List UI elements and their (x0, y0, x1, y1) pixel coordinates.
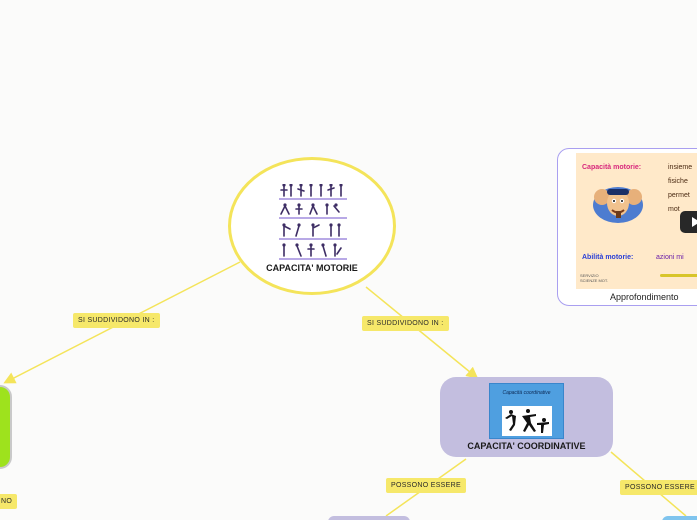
edge-label-left[interactable]: SI SUDDIVIDONO IN : (73, 313, 160, 328)
video-text-fisiche: fisiche (668, 178, 688, 185)
node-bottom-partial-a[interactable] (328, 516, 410, 520)
video-text-mot: mot (668, 206, 680, 213)
video-text-capacita: Capacità motorie: (582, 164, 642, 171)
video-text-azioni: azioni mi (656, 254, 684, 261)
coordinative-node-label: CAPACITA' COORDINATIVE (467, 441, 586, 451)
root-node-label: CAPACITA' MOTORIE (266, 263, 358, 273)
node-bottom-partial-b[interactable] (662, 516, 697, 520)
coordinative-image-title: Capacità coordinative (502, 390, 551, 396)
cartoon-strongman-icon (593, 187, 643, 223)
video-thumbnail[interactable]: Capacità motorie: insieme fisiche permet… (576, 153, 697, 289)
node-left-partial[interactable] (0, 385, 12, 469)
edge-label-possono-1[interactable]: POSSONO ESSERE (386, 478, 466, 493)
edge-label-left-cut[interactable]: NO (0, 494, 18, 509)
root-node-capacita-motorie[interactable]: CAPACITA' MOTORIE (228, 157, 396, 295)
video-text-insieme: insieme (668, 164, 693, 171)
video-text-permet: permet (668, 192, 690, 199)
athletes-silhouettes-icon (502, 406, 552, 436)
video-text-abilita: Abilità motorie: (582, 254, 634, 261)
gymnastics-figures-icon (279, 184, 347, 260)
edge-root-to-coordinative (365, 286, 479, 379)
coordinative-image: Capacità coordinative (489, 383, 564, 439)
video-logo-line2: SCIENZE MOT. (580, 278, 609, 283)
video-logo-line1: SERVIZIO (580, 273, 599, 278)
video-caption: Approfondimento (610, 292, 679, 302)
edge-label-possono-2[interactable]: POSSONO ESSERE (620, 480, 697, 495)
play-icon[interactable] (680, 211, 697, 233)
video-card-approfondimento[interactable]: Capacità motorie: insieme fisiche permet… (557, 148, 697, 306)
highlight-underline (660, 274, 697, 277)
edge-label-right[interactable]: SI SUDDIVIDONO IN : (362, 316, 449, 331)
video-logo: SERVIZIO SCIENZE MOT. (580, 273, 608, 283)
node-capacita-coordinative[interactable]: Capacità coordinative CAPACITA' COORDINA… (440, 377, 613, 457)
